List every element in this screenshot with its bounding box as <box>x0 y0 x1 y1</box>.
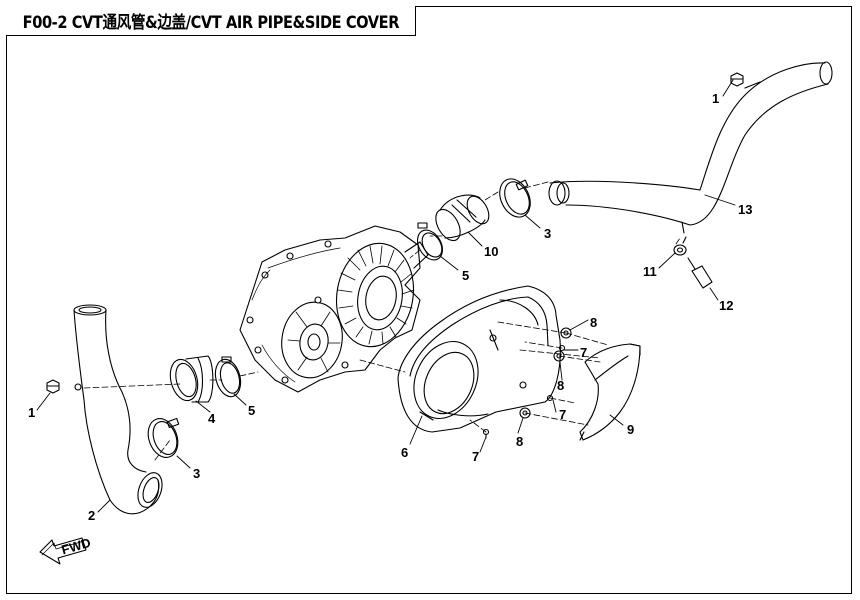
part-3-clamp-upper <box>499 178 531 218</box>
part-12-drain-hose <box>687 257 713 289</box>
callout-5-lower: 5 <box>248 403 255 418</box>
callout-7-lower: 7 <box>472 449 479 464</box>
fwd-arrow-icon <box>39 537 87 565</box>
part-4-lower-boot <box>169 355 214 403</box>
assembly-lines <box>83 181 681 461</box>
title-box: F00-2 CVT通风管&边盖/CVT AIR PIPE&SIDE COVER <box>6 6 416 36</box>
part-13-upper-air-pipe <box>548 61 833 234</box>
part-6-side-cover <box>397 285 561 433</box>
callout-9: 9 <box>627 422 634 437</box>
callout-10: 10 <box>484 244 498 259</box>
part-1-nut-lower <box>46 379 82 394</box>
callout-8-lower: 8 <box>516 434 523 449</box>
part-5-clamp-lower <box>214 356 242 398</box>
callout-7-middle: 7 <box>559 407 566 422</box>
fasteners <box>482 327 572 439</box>
callout-8-middle: 8 <box>557 378 564 393</box>
callout-11: 11 <box>643 264 657 279</box>
callout-1-upper: 1 <box>712 91 719 106</box>
fwd-label: FWD <box>60 535 93 558</box>
callout-1-lower: 1 <box>28 405 35 420</box>
callout-6: 6 <box>401 445 408 460</box>
drawing-frame <box>6 6 852 594</box>
callout-3-upper: 3 <box>544 226 551 241</box>
diagram-title: F00-2 CVT通风管&边盖/CVT AIR PIPE&SIDE COVER <box>22 13 399 33</box>
callout-labels: 1 1 2 3 3 4 5 5 6 7 7 7 8 8 8 9 10 11 12… <box>28 91 752 523</box>
part-3-clamp-lower <box>147 417 180 458</box>
callout-5-upper: 5 <box>462 268 469 283</box>
callout-2: 2 <box>88 508 95 523</box>
callout-12: 12 <box>719 298 733 313</box>
part-2-lower-air-pipe <box>73 304 163 515</box>
callout-3-lower: 3 <box>193 466 200 481</box>
part-1-nut-upper <box>730 72 744 87</box>
callout-13: 13 <box>738 202 752 217</box>
callout-7-upper: 7 <box>580 345 587 360</box>
callout-8-upper: 8 <box>590 315 597 330</box>
part-5-clamp-upper <box>417 222 443 261</box>
part-10-rubber-boot <box>435 194 490 242</box>
callout-4: 4 <box>208 411 216 426</box>
cvt-housing <box>239 225 429 393</box>
part-9-filter-duct <box>579 343 641 441</box>
part-11-fitting <box>673 236 687 256</box>
leader-lines <box>36 79 736 513</box>
